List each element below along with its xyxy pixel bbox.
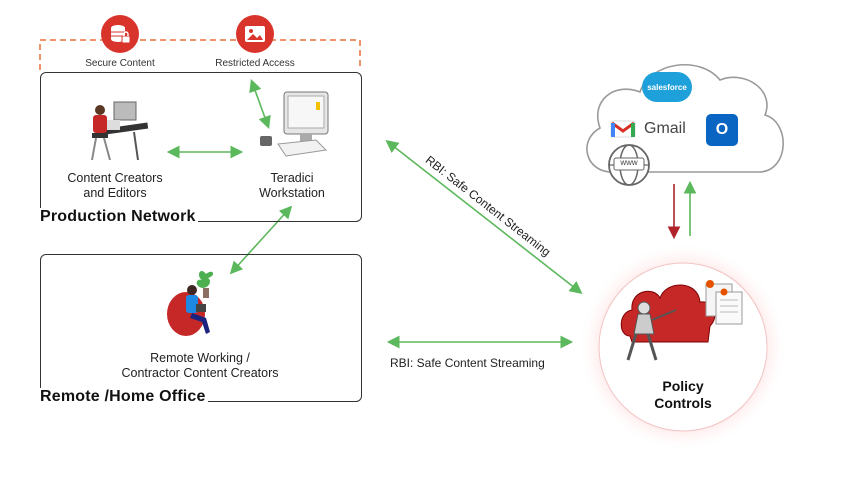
secure-content-label: Secure Content xyxy=(85,58,155,69)
outlook-letter: O xyxy=(715,121,729,138)
arrow-workstation-remote xyxy=(229,205,293,275)
policy-illustration xyxy=(620,280,743,361)
gmail-label: Gmail xyxy=(644,120,686,137)
secure-zone-bracket xyxy=(39,39,361,70)
rbi-horizontal-label: RBI: Safe Content Streaming xyxy=(390,356,545,370)
remote-office-title: Remote /Home Office xyxy=(38,388,208,406)
outlook-icon: O xyxy=(706,114,738,146)
production-network-box xyxy=(40,72,362,222)
arrow-rbi-diagonal xyxy=(385,140,583,294)
image-icon xyxy=(236,15,274,53)
gmail-icon xyxy=(610,120,636,138)
arrow-access-workstation xyxy=(249,78,271,130)
salesforce-text: salesforce xyxy=(647,82,687,92)
restricted-access-label: Restricted Access xyxy=(215,58,295,69)
www-text: www xyxy=(620,158,638,167)
policy-controls-label: Policy Controls xyxy=(654,378,712,411)
production-network-title: Production Network xyxy=(38,208,198,226)
content-creators-label: Content Creators and Editors xyxy=(67,171,163,200)
workstation-illustration xyxy=(260,91,329,157)
www-globe-icon xyxy=(608,144,650,186)
salesforce-logo: salesforce xyxy=(642,72,692,102)
remote-worker-illustration xyxy=(167,270,214,336)
remote-workers-label: Remote Working / Contractor Content Crea… xyxy=(121,351,279,380)
database-lock-icon xyxy=(101,15,139,53)
workstation-label: Teradici Workstation xyxy=(259,171,325,200)
content-creators-illustration xyxy=(91,101,149,161)
